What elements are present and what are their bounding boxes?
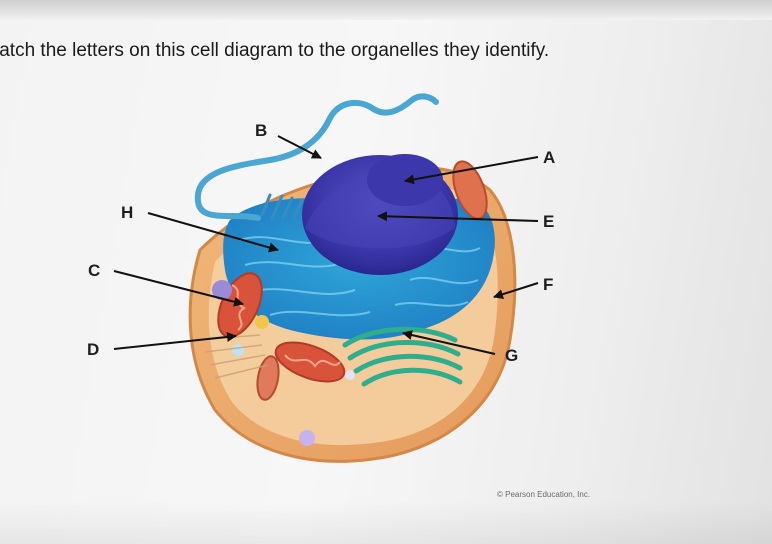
label-b: B bbox=[255, 121, 267, 140]
label-c: C bbox=[88, 261, 100, 280]
leader-lines bbox=[113, 135, 539, 355]
leader-line-c bbox=[113, 270, 244, 307]
leader-line-g bbox=[402, 330, 496, 355]
question-prompt: latch the letters on this cell diagram t… bbox=[0, 40, 550, 61]
label-g: G bbox=[505, 346, 518, 365]
copyright-credit: © Pearson Education, Inc. bbox=[497, 490, 590, 499]
diagram-labels: A B H E C F D G bbox=[87, 121, 555, 365]
label-d: D bbox=[87, 340, 99, 359]
flagellum-base-hairs bbox=[260, 193, 304, 220]
leader-line-d bbox=[113, 331, 237, 350]
leader-line-a bbox=[404, 156, 539, 185]
golgi-apparatus bbox=[342, 326, 463, 387]
leader-line-f bbox=[493, 282, 539, 300]
leader-line-b bbox=[277, 135, 322, 159]
vesicles bbox=[212, 280, 355, 446]
bottom-shadow bbox=[0, 500, 772, 544]
label-a: A bbox=[543, 148, 555, 167]
window-top-bar bbox=[0, 0, 772, 20]
leader-line-e bbox=[377, 211, 539, 222]
label-h: H bbox=[121, 203, 133, 222]
label-e: E bbox=[543, 212, 554, 231]
mitochondria bbox=[217, 160, 488, 401]
label-f: F bbox=[543, 275, 553, 294]
flagellum bbox=[194, 93, 439, 221]
leader-line-h bbox=[147, 212, 279, 253]
cell-illustration bbox=[188, 93, 517, 463]
